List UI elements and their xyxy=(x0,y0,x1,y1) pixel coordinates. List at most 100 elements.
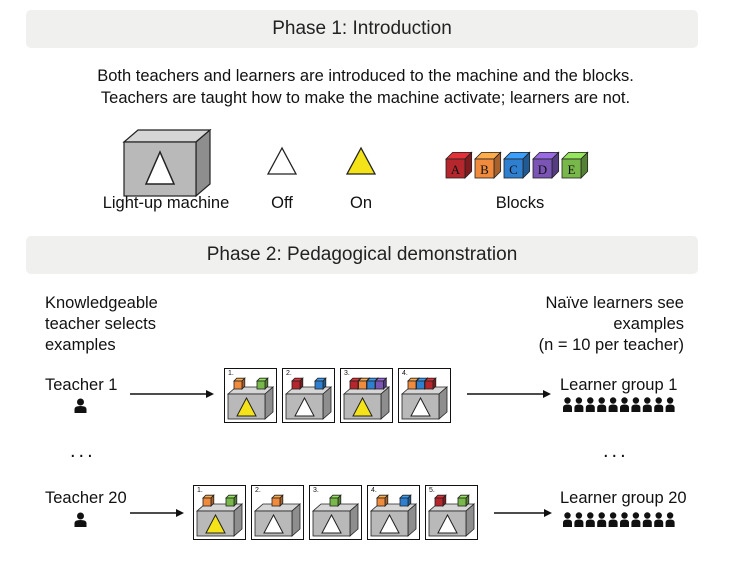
block-icon xyxy=(399,494,412,507)
example-panel: 2. xyxy=(282,368,335,423)
machine-icon xyxy=(400,377,449,420)
learner-person-icon xyxy=(574,512,584,527)
learner-person-icon xyxy=(642,397,652,412)
teacher-header-line2: teacher selects xyxy=(45,315,156,333)
learner-group-1-arrow-icon xyxy=(467,390,551,398)
light-on-icon xyxy=(236,396,257,417)
light-off-icon xyxy=(294,396,315,417)
block-icon xyxy=(329,494,342,507)
example-number: 5. xyxy=(429,487,435,494)
teacher-20-arrow-icon xyxy=(130,509,184,517)
block-letter: A xyxy=(451,162,461,177)
block-d-icon: D xyxy=(532,151,560,179)
learner-person-icon xyxy=(642,512,652,527)
learner-group-20-arrow-icon xyxy=(494,509,552,517)
teacher-1-person-icon xyxy=(74,398,87,413)
learner-person-icon xyxy=(665,397,675,412)
block-icon xyxy=(457,494,470,507)
learner-person-icon xyxy=(654,512,664,527)
learner-person-icon xyxy=(574,397,584,412)
block-letter: D xyxy=(538,162,547,177)
phase1-description-line2: Teachers are taught how to make the mach… xyxy=(100,89,631,107)
example-number: 4. xyxy=(371,487,377,494)
learner-group-1-label: Learner group 1 xyxy=(560,376,678,394)
light-on-icon xyxy=(352,396,373,417)
block-c-icon: C xyxy=(503,151,531,179)
learner-person-icon xyxy=(654,397,664,412)
light-up-machine-icon xyxy=(122,128,212,198)
example-panel: 4. xyxy=(398,368,451,423)
light-on-icon xyxy=(205,513,226,534)
learner-person-icon xyxy=(585,512,595,527)
learner-person-icon xyxy=(620,397,629,412)
learner-person-icon xyxy=(665,512,675,527)
learner-person-icon xyxy=(631,512,641,527)
machine-icon xyxy=(369,494,418,537)
example-panel: 1. xyxy=(193,485,246,540)
example-number: 2. xyxy=(286,370,292,377)
teacher-1-label: Teacher 1 xyxy=(45,376,118,394)
block-letter: B xyxy=(480,162,489,177)
phase1-description-line1: Both teachers and learners are introduce… xyxy=(97,67,634,85)
phase2-title: Phase 2: Pedagogical demonstration xyxy=(206,244,518,265)
block-icon xyxy=(271,494,284,507)
learner-person-icon xyxy=(597,397,607,412)
teacher-header-line1: Knowledgeable xyxy=(45,294,158,312)
light-off-icon xyxy=(437,513,458,534)
blocks-label: Blocks xyxy=(495,194,545,212)
teacher-header-line3: examples xyxy=(45,336,116,354)
example-panel: 3. xyxy=(340,368,393,423)
on-label: On xyxy=(349,194,372,212)
phase1-banner: Phase 1: Introduction xyxy=(26,10,698,48)
machine-icon xyxy=(342,377,391,420)
example-number: 3. xyxy=(313,487,319,494)
example-panel: 2. xyxy=(251,485,304,540)
block-a-icon: A xyxy=(445,151,473,179)
block-icon xyxy=(225,494,238,507)
learner-header-line3: (n = 10 per teacher) xyxy=(538,336,684,354)
example-number: 1. xyxy=(228,370,234,377)
example-number: 1. xyxy=(197,487,203,494)
phase2-banner: Phase 2: Pedagogical demonstration xyxy=(26,236,698,274)
learner-person-icon xyxy=(608,512,618,527)
learner-person-icon xyxy=(597,512,607,527)
learner-person-icon xyxy=(563,397,572,412)
ellipsis-right: ... xyxy=(603,440,629,462)
off-label: Off xyxy=(271,194,293,212)
example-number: 2. xyxy=(255,487,261,494)
machine-icon xyxy=(427,494,476,537)
learner-header-line1: Naïve learners see xyxy=(545,294,685,312)
teacher-20-label: Teacher 20 xyxy=(45,489,127,507)
light-off-icon xyxy=(263,513,284,534)
phase1-title: Phase 1: Introduction xyxy=(272,18,452,39)
light-off-icon xyxy=(410,396,431,417)
block-icon xyxy=(202,494,215,507)
block-letter: C xyxy=(509,162,518,177)
learner-group-20-people-icon xyxy=(563,512,675,527)
block-e-icon: E xyxy=(561,151,589,179)
block-b-icon: B xyxy=(474,151,502,179)
block-icon xyxy=(291,377,304,390)
machine-icon xyxy=(195,494,244,537)
teacher-1-arrow-icon xyxy=(130,390,214,398)
block-letter: E xyxy=(568,162,576,177)
learner-person-icon xyxy=(563,512,572,527)
machine-icon xyxy=(284,377,333,420)
block-icon xyxy=(374,377,388,390)
off-triangle-icon xyxy=(266,146,298,175)
on-triangle-icon xyxy=(345,146,377,175)
example-number: 4. xyxy=(402,370,408,377)
light-off-icon xyxy=(379,513,400,534)
block-icon xyxy=(424,377,437,390)
block-icon xyxy=(256,377,269,390)
machine-icon xyxy=(253,494,302,537)
learner-header-line2: examples xyxy=(613,315,684,333)
machine-icon xyxy=(226,377,275,420)
machine-icon xyxy=(311,494,360,537)
example-number: 3. xyxy=(344,370,350,377)
block-icon xyxy=(434,494,447,507)
learner-person-icon xyxy=(631,397,641,412)
example-panel: 1. xyxy=(224,368,277,423)
light-off-icon xyxy=(321,513,342,534)
learner-person-icon xyxy=(585,397,595,412)
